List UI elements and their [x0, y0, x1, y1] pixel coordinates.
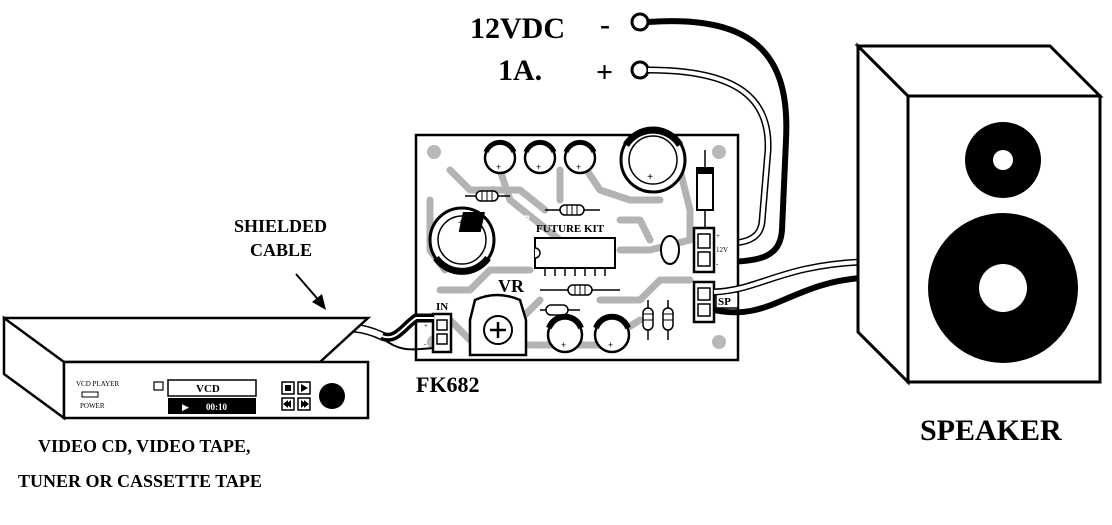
svg-text:-: -	[716, 260, 719, 268]
resistor	[465, 190, 510, 202]
diode	[696, 150, 714, 230]
mounting-hole	[712, 335, 726, 349]
minus-sign: -	[600, 8, 610, 41]
mounting-hole	[712, 145, 726, 159]
capacitor-small: +	[563, 139, 597, 175]
positive-wire	[647, 68, 771, 246]
power-wires	[647, 18, 790, 265]
pad	[660, 235, 680, 265]
svg-text:+: +	[561, 340, 566, 350]
capacitor-small: +	[483, 139, 517, 175]
time-text: 00:10	[206, 402, 227, 412]
resistor	[540, 284, 620, 296]
negative-terminal	[630, 12, 650, 32]
input-connector: IN	[431, 301, 453, 354]
speaker-side	[856, 42, 910, 386]
capacitor-small: +	[523, 139, 557, 175]
resistor	[545, 204, 600, 216]
power-supply: 12VDC 1A. - +	[470, 8, 650, 89]
speaker-label: SPEAKER	[920, 414, 1062, 447]
power-connector: + 12V -	[692, 226, 728, 274]
volume-knob	[319, 383, 345, 409]
svg-text:+: +	[716, 232, 720, 240]
power-label: POWER	[80, 402, 105, 410]
vcd-player: VCD PLAYER POWER VCD ▶ 00:10 VIDEO CD, V…	[2, 315, 372, 491]
transport-buttons	[281, 381, 311, 411]
cable-label-line1: SHIELDED	[234, 216, 327, 236]
svg-text:+: +	[536, 162, 541, 172]
plus-sign: +	[596, 56, 613, 89]
power-button	[81, 391, 99, 398]
ic-chip	[534, 237, 616, 276]
svg-text:-: -	[424, 340, 427, 348]
variable-resistor: VR	[468, 276, 528, 357]
in-label: IN	[436, 301, 448, 313]
resistor-vertical	[642, 300, 654, 340]
player-top	[2, 316, 372, 364]
v12-label: 12V	[716, 246, 728, 254]
mounting-hole	[427, 145, 441, 159]
board-model: FK682	[416, 372, 480, 397]
negative-wire	[647, 18, 790, 265]
woofer-center	[979, 264, 1027, 312]
current-label: 1A.	[498, 54, 542, 87]
display-text: VCD	[196, 383, 220, 395]
cable-arrow-head	[312, 294, 326, 310]
svg-text:+: +	[608, 340, 613, 350]
cable-label-line2: CABLE	[250, 240, 312, 260]
capacitor-small: +	[593, 313, 631, 354]
svg-text:+: +	[496, 162, 501, 172]
plus-mark: +	[647, 171, 653, 183]
display-panel	[167, 379, 257, 397]
svg-text:+: +	[576, 162, 581, 172]
capacitor-large-top: +	[619, 126, 687, 194]
resistor	[540, 304, 580, 316]
time-display	[168, 398, 256, 414]
sp-label: SP	[718, 296, 731, 308]
source-caption-line1: VIDEO CD, VIDEO TAPE,	[38, 436, 251, 456]
positive-terminal	[630, 60, 650, 80]
future-kit-logo: F FUTURE KIT	[458, 210, 605, 235]
pcb-board: + + + + +	[414, 126, 740, 397]
logo-letter: F	[514, 210, 530, 235]
tweeter-center	[993, 150, 1013, 170]
voltage-label: 12VDC	[470, 12, 565, 45]
source-caption-line2: TUNER OR CASSETTE TAPE	[18, 471, 262, 491]
vr-label: VR	[498, 276, 525, 296]
speaker-wires	[713, 258, 861, 316]
player-brand: VCD PLAYER	[76, 380, 119, 388]
capacitor-small: +	[546, 313, 584, 354]
speaker-cabinet: SPEAKER	[854, 42, 1104, 447]
svg-text:+: +	[424, 322, 428, 330]
resistor-vertical	[662, 300, 674, 340]
play-indicator: ▶	[182, 402, 189, 412]
brand-text: FUTURE KIT	[536, 223, 605, 235]
eject-icon	[153, 381, 164, 391]
